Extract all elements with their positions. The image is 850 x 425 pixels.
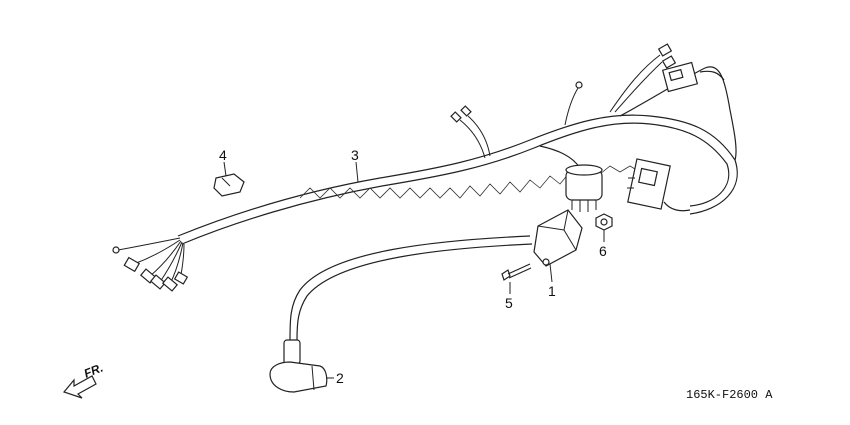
callout-6: 6 bbox=[599, 243, 607, 259]
callout-5: 5 bbox=[505, 295, 513, 311]
callout-1: 1 bbox=[548, 283, 556, 299]
callout-4: 4 bbox=[219, 147, 227, 163]
callout-leaders bbox=[223, 161, 605, 379]
ignition-coil bbox=[533, 209, 583, 267]
wire-harness bbox=[112, 43, 738, 292]
front-direction-arrow-icon bbox=[62, 375, 97, 399]
bolt bbox=[501, 263, 532, 281]
spark-plug-cap bbox=[269, 339, 328, 393]
high-tension-cord bbox=[289, 235, 533, 341]
drawing-code: 165K-F2600 A bbox=[686, 388, 773, 402]
callout-3: 3 bbox=[351, 147, 359, 163]
callout-2: 2 bbox=[336, 370, 344, 386]
nut bbox=[595, 213, 613, 231]
direction-label: FR. bbox=[82, 361, 105, 381]
harness-clamp bbox=[213, 173, 245, 197]
